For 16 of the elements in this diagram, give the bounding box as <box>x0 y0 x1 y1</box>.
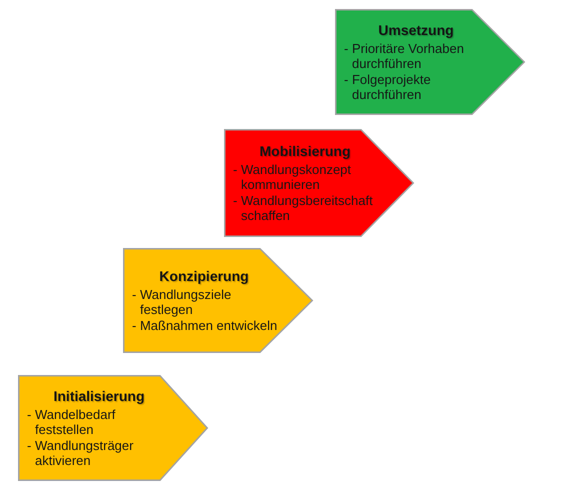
task-item: - Wandelbedarf feststellen <box>27 406 116 438</box>
phase-pentagon <box>224 129 414 237</box>
phase-pentagon <box>335 9 525 115</box>
phase-title: Konzipierung <box>159 268 249 284</box>
phase-title: Initialisierung <box>53 388 144 404</box>
phase-title: Mobilisierung <box>260 142 350 158</box>
phase-pentagon <box>123 248 313 353</box>
task-item: - Wandlungsbereitschaft schaffen <box>233 192 374 224</box>
task-item: - Folgeprojekte durchführen <box>344 72 432 102</box>
task-item: - Wandlungsträger aktivieren <box>27 438 134 468</box>
task-item: - Maßnahmen entwickeln <box>132 318 278 334</box>
task-item: - Prioritäre Vorhaben durchführen <box>344 40 465 72</box>
phase-pentagon <box>18 375 208 481</box>
task-item: - Wandlungsziele festlegen <box>132 286 232 318</box>
task-item: - Wandlungskonzept kommunieren <box>233 162 352 192</box>
phase-title: Umsetzung <box>378 22 454 38</box>
